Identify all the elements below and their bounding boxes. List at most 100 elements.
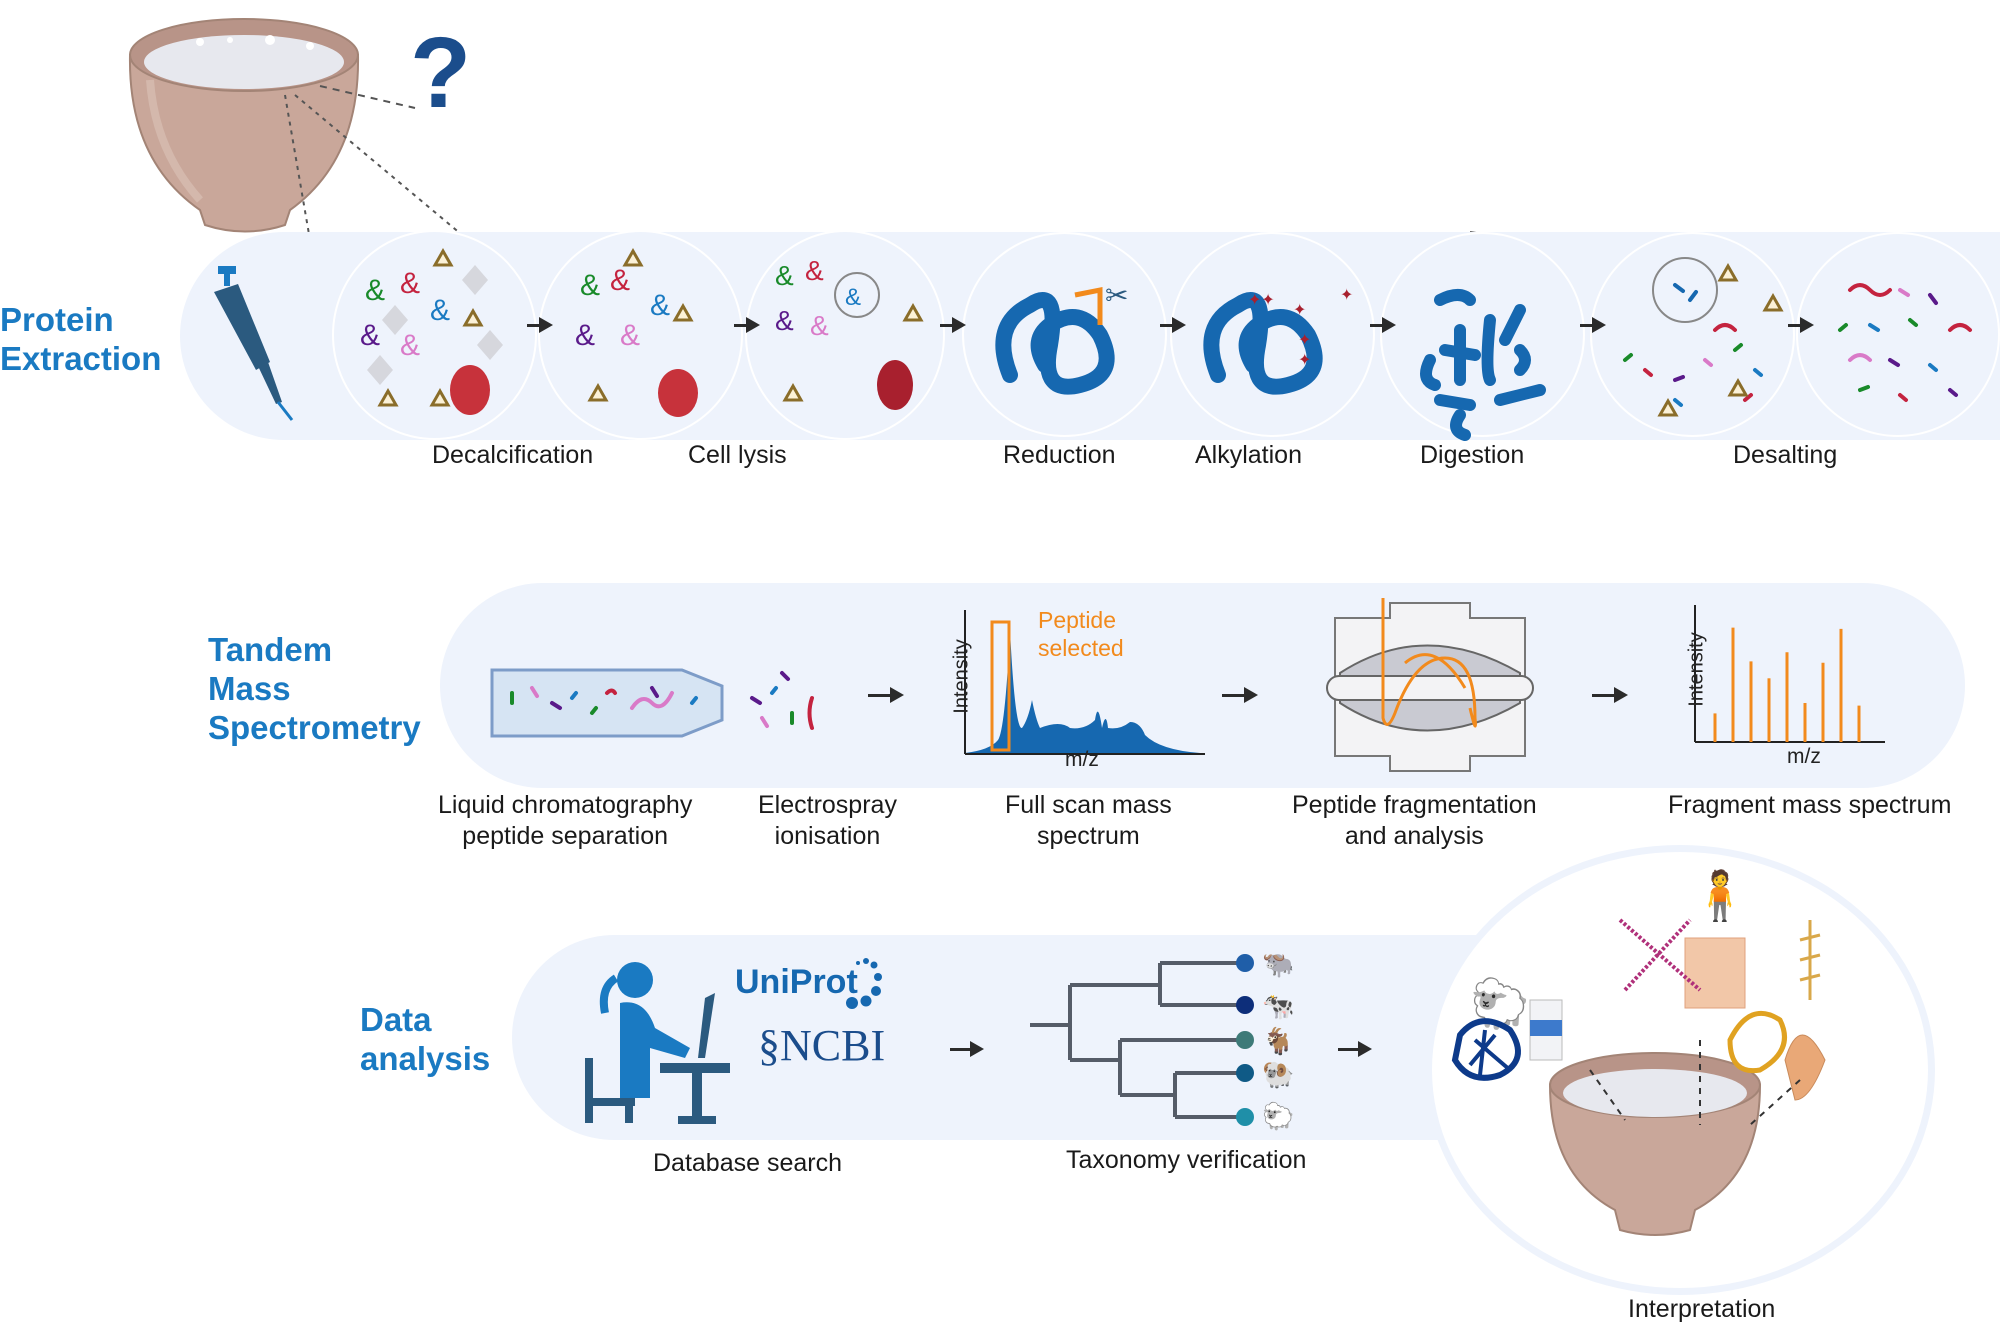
label-line: ionisation [774, 822, 881, 850]
step-label-desalting: Desalting [1733, 441, 1838, 469]
svg-text:&: & [650, 289, 670, 322]
cell-lysis-2-contents: && & && [775, 255, 924, 410]
taxon-node [1236, 1031, 1254, 1049]
step-label-decalcification: Decalcification [432, 441, 594, 469]
svg-text:🐑: 🐑 [1262, 1100, 1294, 1131]
taxon-node [1236, 954, 1254, 972]
title-line: Extraction [0, 340, 162, 377]
arrow-icon [950, 1041, 984, 1057]
desalting-peptides-1 [1623, 257, 1784, 417]
step-circle-reduction [962, 232, 1167, 437]
label-line: Full scan mass [1005, 791, 1172, 819]
svg-text:✦: ✦ [1298, 332, 1311, 349]
fragment-ylabel: Intensity [1685, 632, 1708, 707]
svg-text:&: & [805, 255, 824, 286]
arrow-icon [1338, 1041, 1372, 1057]
taxon-node [1236, 1064, 1254, 1082]
title-line: Protein [0, 301, 114, 338]
step-circle-desalting-1 [1590, 232, 1795, 437]
question-mark: ? [410, 17, 472, 129]
step-label-interpretation: Interpretation [1628, 1295, 1776, 1323]
svg-text:&: & [365, 274, 385, 307]
full-scan-spectrum-chart [964, 610, 1205, 755]
title-line: analysis [360, 1040, 491, 1077]
uniprot-logo: UniProt [735, 963, 858, 1001]
svg-text:✦: ✦ [1298, 352, 1311, 369]
fragment-spectrum-chart [1694, 605, 1885, 743]
svg-text:&: & [620, 319, 640, 352]
title-line: Tandem [208, 631, 333, 668]
arrow-icon [1222, 687, 1258, 703]
title-line: Spectrometry [208, 709, 421, 746]
svg-text:&: & [430, 294, 450, 327]
label-line: Peptide fragmentation [1292, 791, 1537, 819]
decalcification-contents: && && & [360, 247, 503, 415]
fragment-xlabel: m/z [1787, 745, 1821, 768]
svg-text:&: & [810, 310, 829, 341]
title-line: Data [360, 1001, 432, 1038]
svg-text:&: & [610, 264, 630, 297]
step-label-cell-lysis: Cell lysis [688, 441, 787, 469]
arrow-icon [1592, 687, 1628, 703]
svg-text:&: & [775, 305, 794, 336]
uniprot-dots-icon [846, 958, 882, 1009]
step-label-fragmentation: Peptide fragmentation and analysis [1292, 790, 1537, 852]
phylogenetic-tree: 🐃 🐄 🐐 🐏 🐑 [1030, 949, 1294, 1131]
svg-text:&: & [775, 260, 794, 291]
label-line: Liquid chromatography [438, 791, 693, 819]
ncbi-helix-icon: § [758, 1021, 780, 1070]
desalting-peptides-2 [1838, 283, 1972, 402]
researcher-at-computer-icon [585, 962, 730, 1124]
svg-text:🐄: 🐄 [1262, 991, 1294, 1021]
section-title-data-analysis: Data analysis [360, 1000, 490, 1078]
step-label-lc: Liquid chromatography peptide separation [438, 790, 692, 852]
step-label-alkylation: Alkylation [1195, 441, 1302, 469]
label-line: and analysis [1344, 822, 1484, 850]
cell-lysis-contents: && && & [575, 247, 698, 417]
arrow-icon [527, 317, 553, 333]
arrow-icon [1788, 317, 1814, 333]
label-line: peptide separation [462, 822, 669, 850]
ncbi-text: NCBI [780, 1021, 886, 1070]
label-line: Fragment mass spectrum [1668, 791, 1952, 819]
svg-text:&: & [360, 319, 380, 352]
section-title-tandem-ms: Tandem Mass Spectrometry [208, 630, 421, 747]
arrow-icon [1580, 317, 1606, 333]
step-label-electrospray: Electrospray ionisation [758, 790, 897, 852]
taxon-node [1236, 1108, 1254, 1126]
svg-text:&: & [400, 267, 420, 300]
svg-text:🐐: 🐐 [1262, 1026, 1294, 1056]
step-label-digestion: Digestion [1420, 441, 1525, 469]
step-circle-lysis-2 [745, 230, 945, 440]
annotation-line: Peptide [1038, 607, 1117, 633]
svg-text:🐃: 🐃 [1262, 949, 1294, 979]
step-circle-desalting-2 [1796, 232, 2000, 437]
ancient-bowl-illustration [128, 18, 360, 233]
step-label-database-search: Database search [653, 1149, 843, 1177]
label-line: spectrum [1036, 822, 1140, 850]
arrow-icon [868, 687, 904, 703]
full-scan-ylabel: Intensity [950, 639, 973, 714]
title-line: Mass [208, 670, 291, 707]
orbitrap-analyzer-icon [1326, 598, 1534, 772]
step-circle-digestion [1380, 232, 1585, 437]
svg-text:🐏: 🐏 [1262, 1059, 1294, 1089]
step-circle-alkylation [1170, 232, 1375, 437]
svg-text:✦: ✦ [1293, 302, 1306, 319]
step-label-taxonomy-verification: Taxonomy verification [1066, 1146, 1307, 1174]
label-line: Electrospray [758, 791, 897, 819]
annotation-line: selected [1038, 635, 1124, 661]
alkylation-protein: ✦✦✦ ✦✦ ✦ [1203, 287, 1353, 395]
full-scan-xlabel: m/z [1065, 748, 1099, 771]
arrow-icon [940, 317, 966, 333]
data-analysis-band [512, 935, 1512, 1140]
svg-text:✦✦: ✦✦ [1248, 292, 1275, 309]
peptide-selected-annotation: Peptide selected [1038, 606, 1124, 662]
pipette-icon [214, 266, 294, 421]
lc-column-icon [490, 668, 814, 738]
arrow-icon [734, 317, 760, 333]
svg-text:&: & [400, 329, 420, 362]
step-label-reduction: Reduction [1003, 441, 1116, 469]
taxon-node [1236, 996, 1254, 1014]
step-label-fragment-spectrum: Fragment mass spectrum [1668, 790, 1951, 821]
